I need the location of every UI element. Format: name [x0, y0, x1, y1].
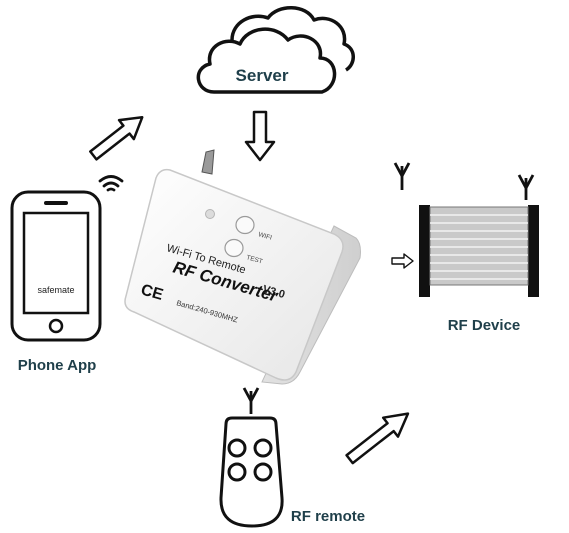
shutter-icon — [429, 206, 529, 286]
down-arrow-icon — [244, 110, 276, 162]
wifi-icon — [98, 175, 124, 192]
small-right-arrow-icon — [391, 253, 414, 269]
ce-mark: CE — [139, 282, 165, 305]
phone-screen-text: safemate — [37, 285, 74, 295]
cloud-icon — [196, 27, 337, 94]
converter-antenna — [201, 149, 215, 175]
remote-button-2[interactable] — [253, 438, 273, 458]
rf-remote-label: RF remote — [291, 508, 365, 525]
remote-button-4[interactable] — [253, 462, 273, 482]
test-button[interactable] — [224, 238, 244, 258]
rf-converter-device: WIFI TEST Wi-Fi To Remote V3.0 RF Conver… — [124, 149, 361, 385]
remote-button-1[interactable] — [227, 438, 247, 458]
antenna-icon — [517, 174, 535, 200]
shutter-frame-right — [528, 205, 539, 297]
server-label: Server — [236, 66, 289, 85]
up-right-arrow-icon — [89, 116, 144, 161]
rf-device-label: RF Device — [448, 317, 521, 334]
rf-remote-node: RF remote — [219, 387, 365, 528]
server-node: Server — [196, 6, 355, 94]
converter-version: V3.0 — [261, 283, 286, 301]
phone-app-label: Phone App — [18, 357, 97, 374]
remote-button-3[interactable] — [227, 462, 247, 482]
converter-body — [124, 168, 344, 381]
antenna-icon — [242, 387, 260, 414]
rf-device-node: RF Device — [391, 162, 539, 334]
phone-speaker — [44, 201, 68, 205]
converter-led — [205, 209, 215, 219]
shutter-slats — [430, 214, 528, 280]
test-button-label: TEST — [245, 254, 263, 265]
shutter-frame-left — [419, 205, 430, 297]
wifi-button[interactable] — [235, 215, 255, 235]
up-right-arrow-icon — [345, 412, 410, 465]
arrow-server-to-converter — [244, 110, 276, 162]
phone-node: safemate Phone App — [10, 190, 102, 374]
antenna-icon — [393, 162, 411, 190]
phone-screen — [22, 211, 90, 315]
phone-home-button — [48, 318, 64, 334]
arrow-remote-to-device — [345, 412, 410, 465]
arrow-phone-to-server — [89, 116, 144, 161]
wifi-button-label: WIFI — [257, 231, 272, 242]
